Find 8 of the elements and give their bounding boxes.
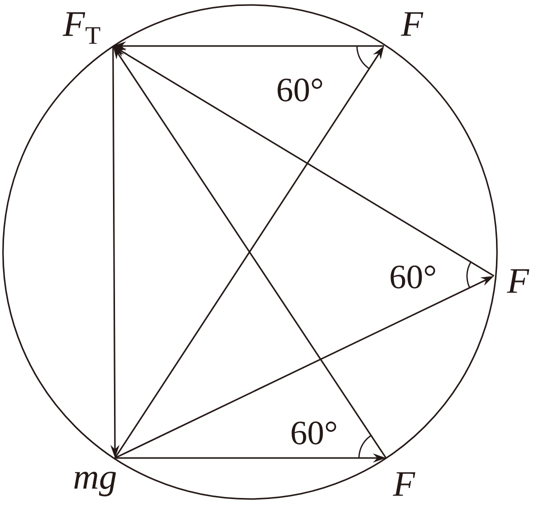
force-label: mg bbox=[74, 472, 116, 496]
angle-label: 60° bbox=[278, 78, 322, 102]
force-label: F bbox=[506, 269, 530, 293]
force-label: F$_{T}$ bbox=[62, 12, 100, 44]
angle-label: 60° bbox=[390, 266, 436, 288]
force-label: F bbox=[400, 12, 424, 36]
force-label: F bbox=[392, 472, 416, 496]
angle-label: 60° bbox=[292, 422, 336, 444]
